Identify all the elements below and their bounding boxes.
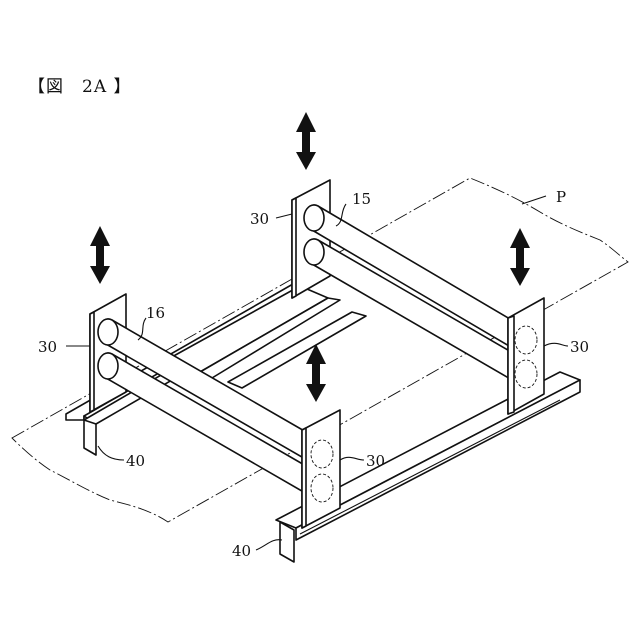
roller-upper [304,205,539,389]
arrow-middle [306,344,326,402]
arrow-right [510,228,530,286]
figure-title: 【図 2A 】 [28,72,132,97]
label-upper-roller: 15 [352,190,371,208]
label-rail-left: 40 [126,452,145,470]
label-plate-front-right: 30 [366,452,385,470]
plane-leader-line [522,196,546,204]
plate-back-right [508,298,544,414]
arrow-top [296,112,316,170]
label-plate-back-right: 30 [570,338,589,356]
label-rail-front: 40 [232,542,251,560]
arrow-left [90,226,110,284]
label-plate-front-left: 30 [38,338,57,356]
label-lower-roller: 16 [146,304,165,322]
plate-front-right [302,410,340,528]
label-plane: P [556,188,566,206]
label-plate-back-left: 30 [250,210,269,228]
